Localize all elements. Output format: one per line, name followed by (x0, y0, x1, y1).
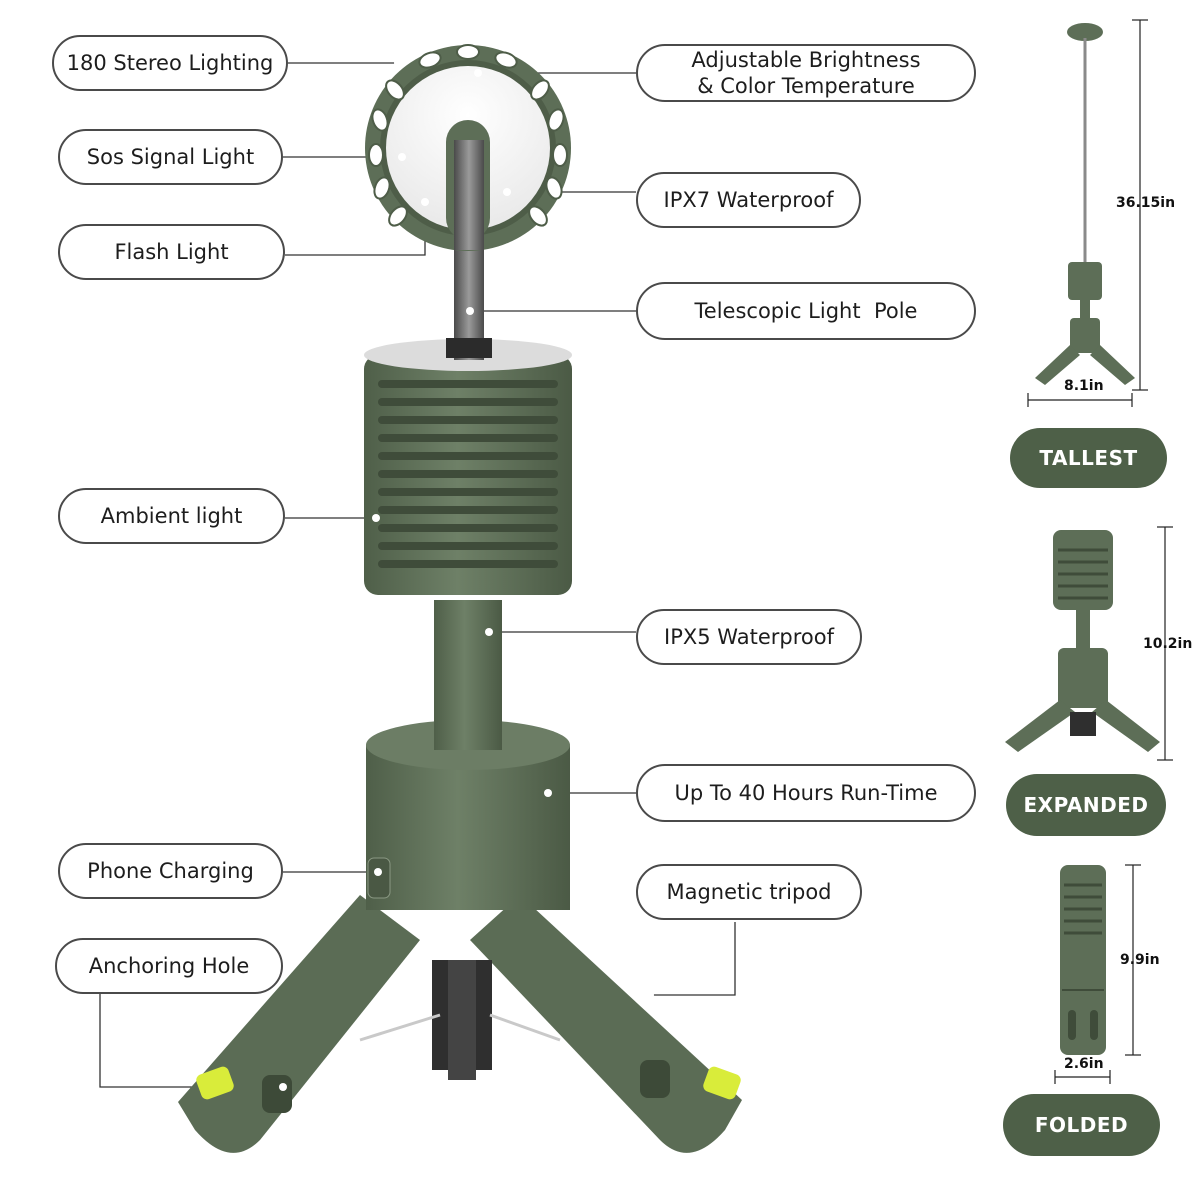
callout-flash-light: Flash Light (58, 224, 285, 280)
expanded-height-label: 10.2in (1143, 636, 1193, 652)
tallest-badge: TALLEST (1010, 428, 1167, 488)
tripod-legs (178, 895, 742, 1153)
folded-height-label: 9.9in (1120, 952, 1160, 968)
tallest-height-label: 36.15in (1116, 195, 1176, 211)
expanded-illustration (1005, 526, 1173, 761)
callout-magnetic-tripod: Magnetic tripod (636, 864, 862, 920)
tallest-illustration (1027, 19, 1148, 407)
folded-badge: FOLDED (1003, 1094, 1160, 1156)
callout-phone-charging: Phone Charging (58, 843, 283, 899)
callout-label: Anchoring Hole (88, 953, 250, 978)
callout-stereo-lighting: 180 Stereo Lighting (52, 35, 288, 91)
folded-width-label: 2.6in (1064, 1056, 1104, 1072)
callout-ipx5: IPX5 Waterproof (636, 609, 862, 665)
callout-anchoring-hole: Anchoring Hole (55, 938, 283, 994)
callout-label-line2: & Color Temperature (697, 74, 915, 98)
callout-label: Telescopic Light Pole (694, 298, 918, 323)
callout-label: Flash Light (114, 239, 229, 264)
callout-label: Ambient light (100, 503, 243, 528)
callout-label: Phone Charging (87, 858, 254, 883)
callout-label: Sos Signal Light (86, 144, 255, 169)
callout-brightness: Adjustable Brightness & Color Temperatur… (636, 44, 976, 102)
callout-label: Magnetic tripod (666, 879, 832, 904)
callout-ambient-light: Ambient light (58, 488, 285, 544)
callout-label: IPX7 Waterproof (663, 187, 834, 212)
callout-label-line1: Adjustable Brightness (691, 47, 921, 72)
ring-holes (368, 44, 568, 227)
callout-sos-signal: Sos Signal Light (58, 129, 283, 185)
callout-label: IPX5 Waterproof (664, 624, 834, 649)
tallest-width-label: 8.1in (1064, 378, 1104, 394)
callout-run-time: Up To 40 Hours Run-Time (636, 764, 976, 822)
callout-telescopic-pole: Telescopic Light Pole (636, 282, 976, 340)
folded-illustration (1054, 864, 1141, 1084)
callout-ipx7: IPX7 Waterproof (636, 172, 861, 228)
callout-label: Up To 40 Hours Run-Time (674, 780, 938, 805)
expanded-badge: EXPANDED (1006, 774, 1166, 836)
callout-label: 180 Stereo Lighting (66, 50, 274, 75)
